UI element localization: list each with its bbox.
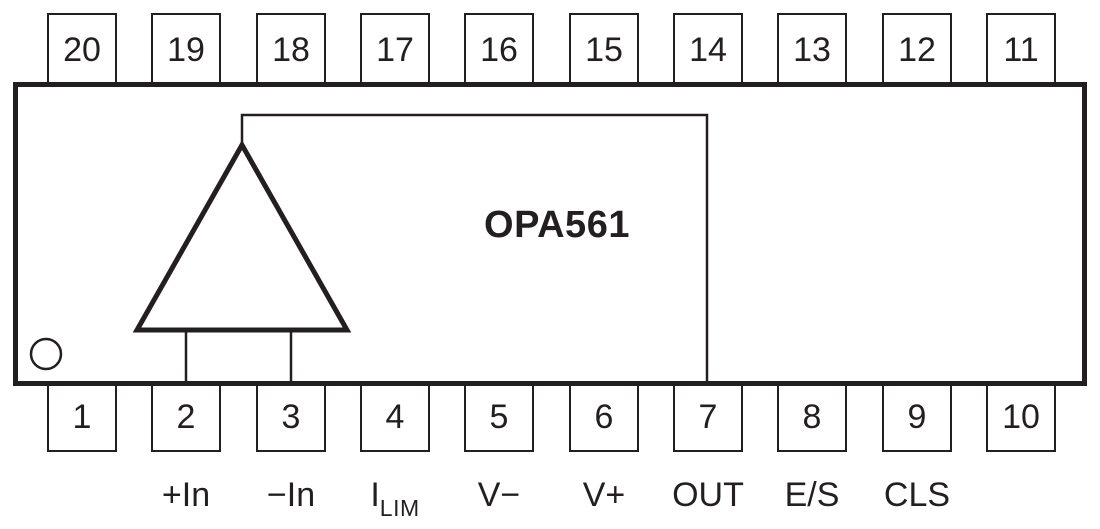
label-text: OUT [672, 476, 744, 514]
label-cls: CLS [884, 478, 950, 520]
label-minus-in: −In [267, 478, 315, 520]
label-text: I [370, 476, 380, 514]
opamp-symbol [132, 139, 352, 333]
label-text: +In [161, 476, 211, 514]
pin-20: 20 [47, 13, 117, 87]
pin-4: 4 [360, 381, 430, 452]
label-text: V+ [582, 476, 626, 514]
pin-7: 7 [673, 381, 743, 452]
pin-2: 2 [151, 381, 221, 452]
pin-15: 15 [569, 13, 639, 87]
output-feedback-wire [240, 113, 709, 384]
label-v-minus: V− [478, 478, 521, 520]
pin-17: 17 [360, 13, 430, 87]
label-es: E/S [785, 478, 840, 520]
label-subscript: LIM [379, 495, 420, 521]
label-out: OUT [672, 478, 744, 520]
pin-6: 6 [569, 381, 639, 452]
label-plus-in: +In [162, 478, 210, 520]
pin-10: 10 [986, 381, 1056, 452]
pin-5: 5 [464, 381, 534, 452]
label-text: E/S [784, 476, 840, 514]
pin-9: 9 [882, 381, 952, 452]
pin-1: 1 [47, 381, 117, 452]
label-ilim: ILIM [370, 478, 419, 520]
label-text: −In [266, 476, 316, 514]
pin-8: 8 [777, 381, 847, 452]
pin-11: 11 [986, 13, 1056, 87]
pin-18: 18 [256, 13, 326, 87]
label-text: V− [477, 476, 521, 514]
pin-14: 14 [673, 13, 743, 87]
pin-12: 12 [882, 13, 952, 87]
pin-3: 3 [256, 381, 326, 452]
label-v-plus: V+ [583, 478, 626, 520]
chip-title: OPA561 [484, 204, 630, 246]
label-text: CLS [883, 476, 951, 514]
pin-19: 19 [151, 13, 221, 87]
pin1-indicator-dot [29, 337, 63, 371]
pin-16: 16 [464, 13, 534, 87]
pin-13: 13 [777, 13, 847, 87]
